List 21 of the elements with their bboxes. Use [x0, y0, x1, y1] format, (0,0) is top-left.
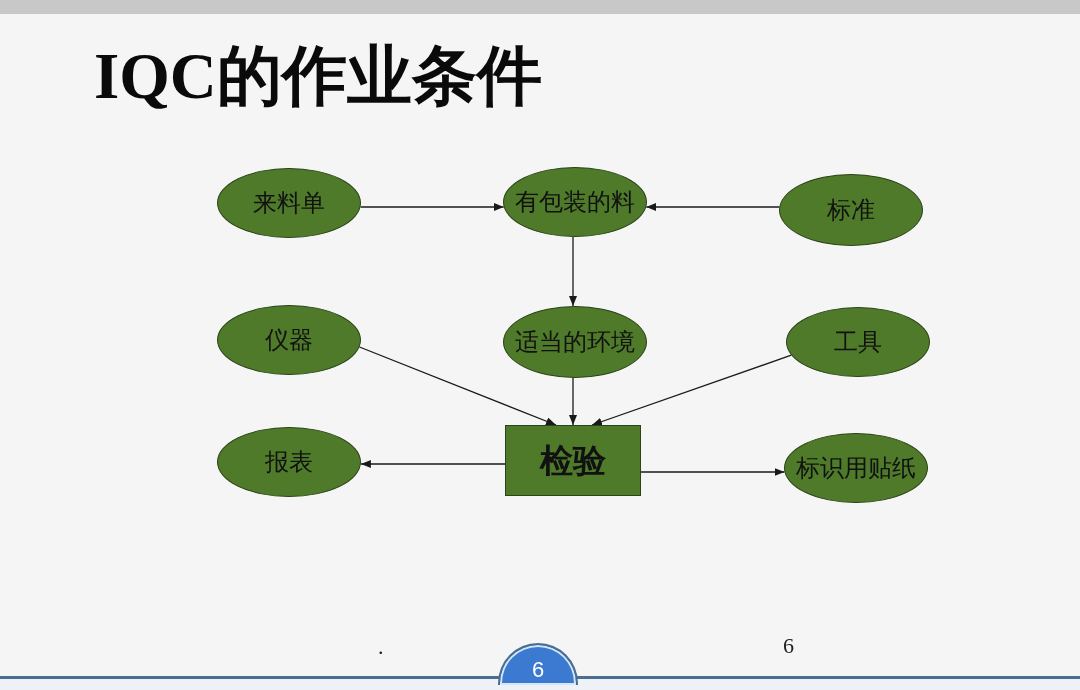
page-number-tab: 6 — [498, 643, 578, 685]
ellipse-node: 来料单 — [217, 168, 361, 238]
arrow — [640, 468, 786, 476]
ellipse-node: 适当的环境 — [503, 306, 647, 378]
ellipse-node: 有包装的料 — [503, 167, 647, 237]
ellipse-node: 标准 — [779, 174, 923, 246]
arrow — [360, 460, 506, 468]
footer-text: . — [378, 634, 384, 660]
slide-title: IQC的作业条件 — [94, 39, 542, 114]
ellipse-node: 报表 — [217, 427, 361, 497]
process-box: 检验 — [505, 425, 641, 496]
ellipse-node: 标识用贴纸 — [784, 433, 928, 503]
ellipse-node: 工具 — [786, 307, 930, 377]
arrow — [569, 236, 577, 307]
arrow — [591, 354, 792, 426]
arrow — [359, 203, 505, 211]
arrow — [645, 203, 780, 211]
footer-text: 6 — [783, 633, 794, 659]
arrow — [358, 346, 557, 426]
ellipse-node: 仪器 — [217, 305, 361, 375]
arrow — [569, 377, 577, 426]
